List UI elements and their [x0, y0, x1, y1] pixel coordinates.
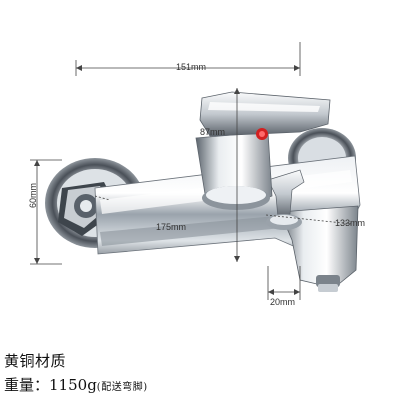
weight-value: 1150g — [49, 376, 97, 394]
weight-label: 重量： — [4, 376, 50, 394]
spout — [279, 205, 359, 292]
weight-note: (配送弯脚) — [96, 382, 148, 393]
lever-handle — [199, 91, 331, 140]
cartridge-housing — [195, 131, 273, 210]
material-caption: 黄铜材质 — [4, 352, 67, 370]
dimension-arrows — [34, 65, 300, 295]
dimension-lines — [30, 42, 353, 300]
dimension-label-height: 60mm — [28, 182, 38, 208]
weight-caption: 重量：1150g(配送弯脚) — [4, 374, 148, 395]
dimension-label-outlet-width: 20mm — [270, 297, 296, 307]
dimension-label-width: 151mm — [176, 62, 207, 72]
dimension-label-handle-height: 87mm — [200, 127, 226, 137]
diverter-knob — [266, 169, 305, 230]
dimension-label-body-length: 175mm — [156, 222, 187, 232]
dimension-label-spout-drop: 133mm — [335, 218, 366, 228]
